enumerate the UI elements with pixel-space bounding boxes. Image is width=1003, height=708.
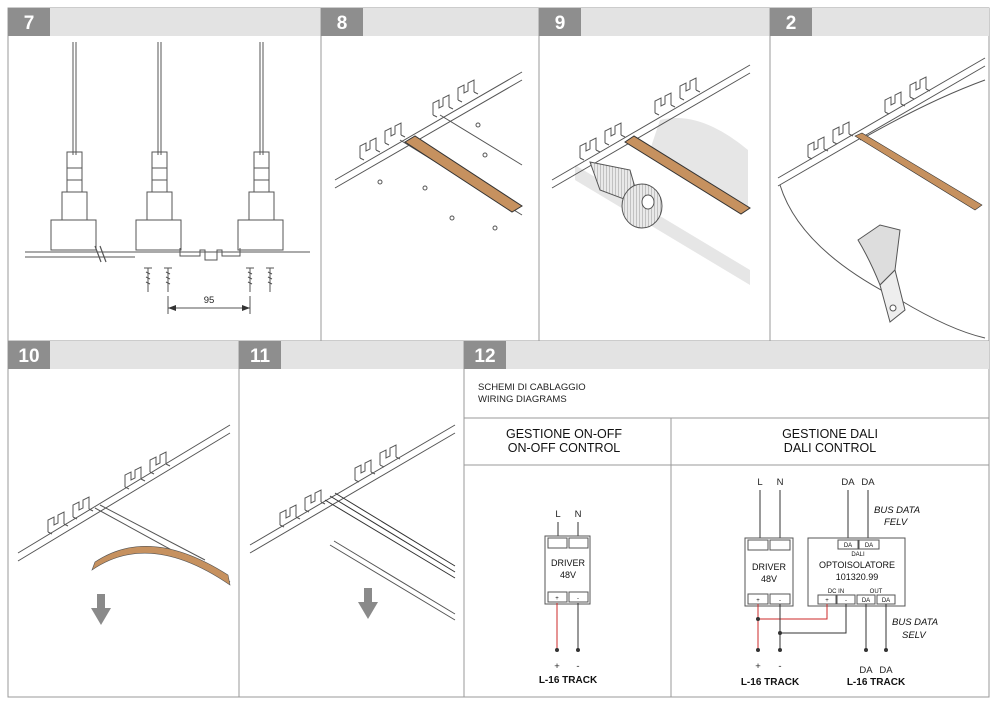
panel-number-box [539, 8, 581, 36]
bus-selv-line2: SELV [902, 630, 927, 641]
panel-7: 7 [7, 7, 322, 342]
track-label-bus: L-16 TRACK [847, 677, 906, 688]
bus-felv-line1: BUS DATA [874, 505, 920, 516]
dimension-label: 95 [204, 295, 215, 306]
opto-out-da-1: DA [862, 598, 870, 604]
term-plus: + [756, 598, 760, 604]
dali-wiring-diagram: L N DA DA BUS DATA FELV DRIVER 48V + - [741, 477, 938, 688]
led-strip-roll-drawing [551, 64, 751, 285]
driver-line2: 48V [761, 574, 777, 584]
onoff-wiring-diagram: L N DRIVER 48V + - + - L-16 TRACK [539, 509, 598, 686]
opto-da-1: DA [844, 543, 852, 549]
label-l: L [555, 509, 560, 520]
driver-line1: DRIVER [551, 558, 586, 568]
label-n: N [575, 509, 582, 520]
opto-dali: DALI [851, 552, 865, 558]
output-plus: + [755, 661, 761, 672]
term-minus: - [577, 596, 579, 602]
panel-number: 12 [474, 346, 495, 367]
term-minus: - [779, 598, 781, 604]
panel-number: 9 [555, 13, 566, 34]
wiring-heading-it: SCHEMI DI CABLAGGIO [478, 382, 586, 393]
panel-2: 2 [769, 7, 990, 342]
track-profile-drawing [249, 424, 456, 621]
panel-number: 10 [18, 346, 39, 367]
panel-number-box [464, 341, 506, 369]
track-label: L-16 TRACK [539, 675, 598, 686]
onoff-title-it: GESTIONE ON-OFF [506, 427, 622, 441]
panel-11: 11 [238, 340, 465, 698]
opto-out-da-2: DA [882, 598, 890, 604]
term-plus: + [555, 596, 559, 602]
track-label-driver: L-16 TRACK [741, 677, 800, 688]
label-n: N [777, 477, 784, 488]
optoisolator-name: OPTOISOLATORE [819, 560, 895, 570]
optoisolator-code: 101320.99 [836, 572, 879, 582]
wiring-heading-en: WIRING DIAGRAMS [478, 394, 567, 405]
onoff-title-en: ON-OFF CONTROL [508, 441, 621, 455]
bus-felv-line2: FELV [884, 517, 909, 528]
panel-8: 8 [320, 7, 540, 342]
suspension-diagram [25, 42, 310, 314]
panel-number-box [8, 8, 50, 36]
driver-line2: 48V [560, 570, 576, 580]
panel-number: 11 [250, 346, 271, 367]
opto-plus: + [825, 598, 829, 604]
dali-title-it: GESTIONE DALI [782, 427, 878, 441]
opto-minus: - [845, 598, 847, 604]
output-da-2: DA [879, 665, 893, 676]
panel-number-box [239, 341, 281, 369]
panel-number-box [8, 341, 50, 369]
panel-number-box [321, 8, 363, 36]
label-da-1: DA [841, 477, 855, 488]
output-da-1: DA [859, 665, 873, 676]
output-minus: - [576, 661, 579, 672]
driver-line1: DRIVER [752, 562, 787, 572]
panel-10: 10 [7, 340, 240, 698]
diffuser-removal-drawing [17, 424, 231, 625]
label-da-2: DA [861, 477, 875, 488]
panel-12: 12 SCHEMI DI CABLAGGIO WIRING DIAGRAMS G… [463, 340, 990, 698]
opto-dc-in: DC IN [828, 589, 844, 595]
opto-da-2: DA [865, 543, 873, 549]
output-minus: - [778, 661, 781, 672]
panel-number: 8 [337, 13, 348, 34]
panel-number: 2 [786, 13, 797, 34]
panel-number-box [770, 8, 812, 36]
panel-number: 7 [24, 13, 35, 34]
bus-selv-line1: BUS DATA [892, 617, 938, 628]
label-l: L [757, 477, 762, 488]
track-insert-drawing [334, 71, 523, 231]
panel-9: 9 [538, 7, 771, 342]
adhesive-removal-drawing [777, 57, 986, 339]
dali-title-en: DALI CONTROL [784, 441, 876, 455]
output-plus: + [554, 661, 560, 672]
opto-out: OUT [870, 589, 883, 595]
